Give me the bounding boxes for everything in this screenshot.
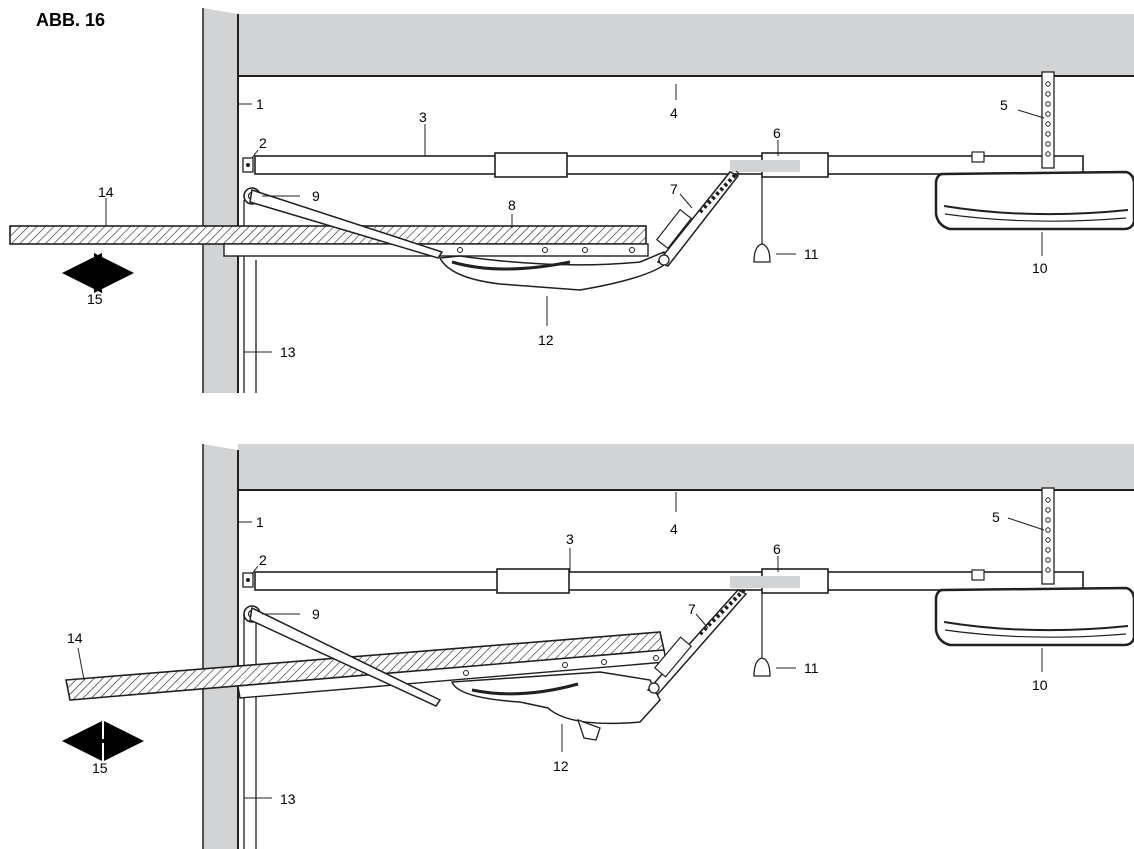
label-2-top: 2 [259,135,267,151]
label-4-bottom: 4 [670,521,678,537]
top-panel: 1 2 3 4 5 6 7 8 9 10 11 12 13 14 15 [9,8,1134,393]
wall-bottom [203,444,238,849]
label-13-top: 13 [280,344,296,360]
label-6-bottom: 6 [773,541,781,557]
label-9-top: 9 [312,188,320,204]
slider-highlight-top [730,160,800,172]
label-15-top: 15 [87,291,103,307]
rail-joint-left-top [494,152,568,178]
label-10-bottom: 10 [1032,677,1048,693]
rail-bottom [254,571,1084,591]
label-10-top: 10 [1032,260,1048,276]
arm-bottom [450,671,661,725]
label-14-bottom: 14 [67,630,83,646]
label-3-bottom: 3 [566,531,574,547]
label-8-top: 8 [508,197,516,213]
bottom-panel: 1 2 3 4 5 6 7 9 10 11 12 13 14 15 [62,444,1134,849]
label-12-top: 12 [538,332,554,348]
label-1-bottom: 1 [256,514,264,530]
wall-top [203,8,238,393]
door-panel-top [9,225,647,245]
label-12-bottom: 12 [553,758,569,774]
label-7-top: 7 [670,181,678,197]
motor-unit-top [934,170,1134,231]
label-1-top: 1 [256,96,264,112]
label-5-bottom: 5 [992,509,1000,525]
ceiling-bottom [238,444,1134,490]
label-7-bottom: 7 [688,601,696,617]
hanger-top [1041,71,1055,169]
rail-top [254,155,1084,175]
hanger-bottom [1041,487,1055,585]
label-13-bottom: 13 [280,791,296,807]
label-2-bottom: 2 [259,552,267,568]
label-14-top: 14 [98,184,114,200]
label-11-top: 11 [804,246,819,262]
ceiling-top [238,14,1134,76]
label-11-bottom: 11 [804,660,819,676]
slider-highlight-bottom [730,576,800,588]
label-3-top: 3 [419,109,427,125]
label-5-top: 5 [1000,97,1008,113]
motor-unit-bottom [934,586,1134,647]
arm-top [438,251,669,291]
label-15-bottom: 15 [92,760,108,776]
label-6-top: 6 [773,125,781,141]
rail-joint-left-bottom [496,568,570,594]
figure-title: ABB. 16 [36,10,106,30]
label-4-top: 4 [670,105,678,121]
label-9-bottom: 9 [312,606,320,622]
